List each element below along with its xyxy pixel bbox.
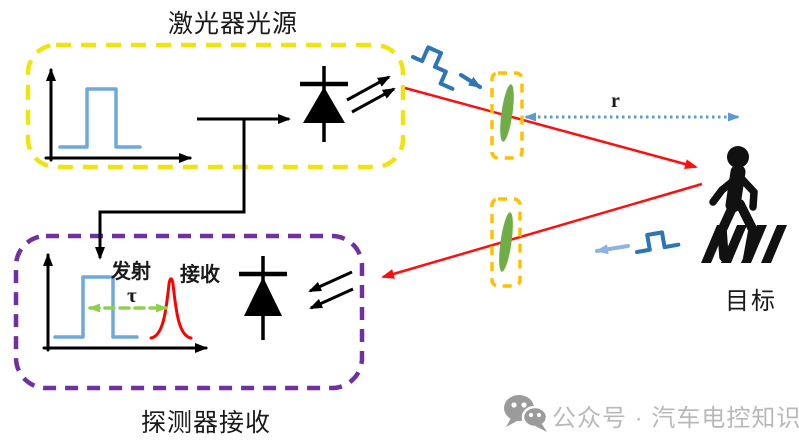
transmit-label: 发射 (111, 261, 151, 283)
detector-title: 探测器接收 (140, 410, 271, 437)
transmit-pulse-graph (44, 68, 192, 163)
returning-signal-wave-icon (595, 230, 681, 255)
received-peak (149, 277, 193, 340)
laser-source-title: 激光器光源 (167, 11, 298, 38)
photodiode-icon (239, 256, 354, 340)
receive-label: 接收 (180, 264, 220, 286)
outgoing-laser-beam (404, 86, 698, 169)
laser-diode-icon (300, 66, 396, 142)
watermark-text: 公众号 · 汽车电控知识 (552, 405, 799, 432)
tau-label: τ (127, 283, 137, 307)
wechat-icon (504, 395, 549, 432)
receive-pulse-graph (42, 253, 208, 353)
drive-signal-lines (95, 114, 291, 260)
outgoing-signal-wave-icon (411, 45, 482, 91)
detector-box (13, 233, 365, 391)
reflected-laser-beam (381, 182, 703, 279)
range-label: r (611, 90, 620, 112)
transmit-lens (490, 71, 524, 160)
target-label: 目标 (725, 289, 777, 315)
receive-lens (490, 197, 522, 288)
pedestrian-figure (709, 146, 758, 262)
pedestrian-crosswalk-icon (701, 146, 787, 263)
laser-source-box (25, 42, 406, 170)
